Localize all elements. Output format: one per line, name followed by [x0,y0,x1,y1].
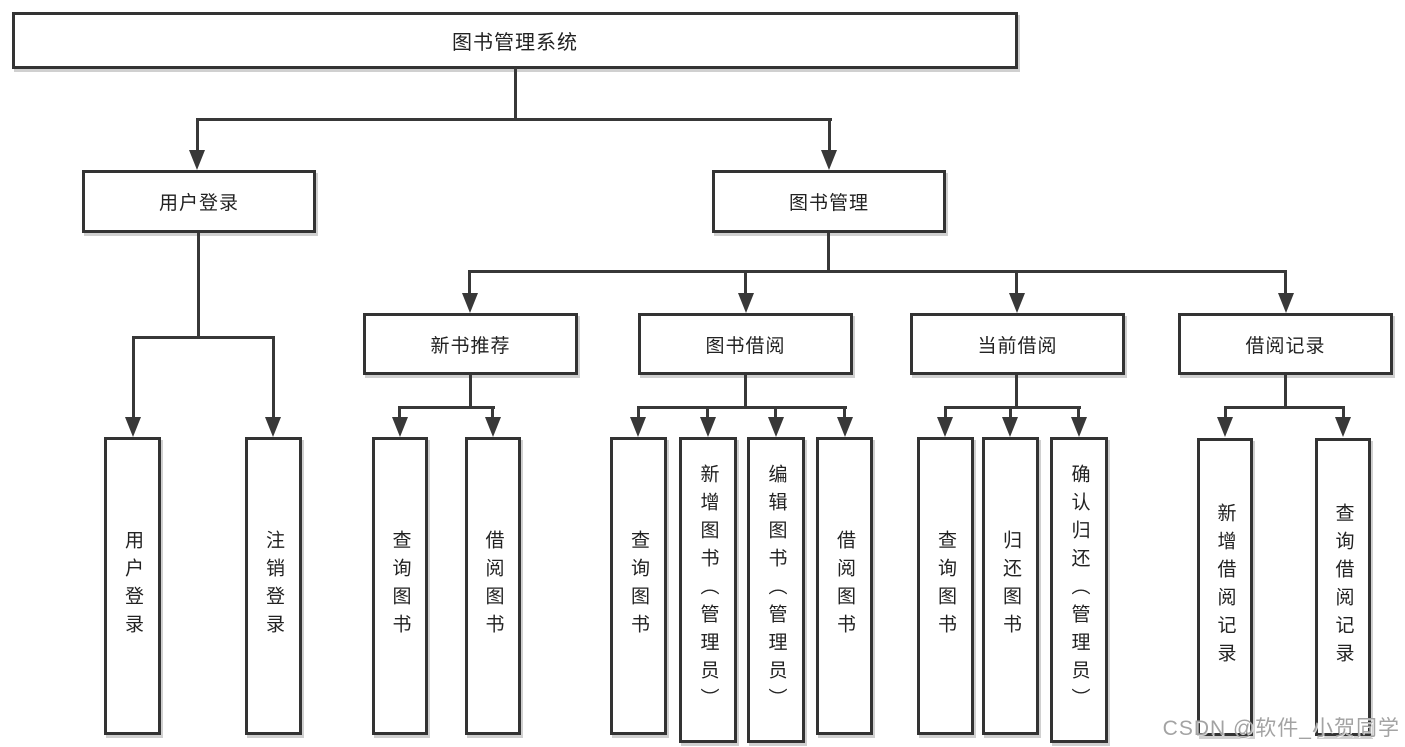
connector-line [1342,406,1345,419]
node-query-book-leaf-label: 查询图书 [935,530,956,642]
node-add-borrow-record-leaf-label: 新增借阅记录 [1214,503,1236,671]
node-edit-book-admin-leaf-label: 编辑图书（管理员） [765,464,787,716]
connector-line [827,233,830,272]
arrow-down-icon [485,417,501,437]
connector-line [1224,406,1345,409]
connector-line [491,406,494,419]
node-user-login-leaf-label: 用户登录 [122,530,143,642]
node-query-book-leaf: 查询图书 [372,437,428,735]
connector-line [744,270,747,297]
csdn-watermark: CSDN @软件_小贺同学 [1162,717,1400,740]
connector-line [468,270,471,297]
node-borrow-record-label: 借阅记录 [1245,335,1326,357]
node-confirm-return-admin-leaf: 确认归还（管理员） [1050,437,1108,743]
node-user-login-leaf: 用户登录 [104,437,161,735]
arrow-down-icon [189,150,205,170]
node-book-management-label: 图书管理 [788,193,869,214]
connector-line [1015,375,1018,408]
node-root: 图书管理系统 [12,12,1018,69]
node-book-management: 图书管理 [712,170,946,233]
node-logout-leaf: 注销登录 [245,437,302,735]
arrow-down-icon [1071,417,1087,437]
arrow-down-icon [1217,417,1233,437]
node-query-borrow-record-leaf: 查询借阅记录 [1315,438,1371,736]
node-user-login-label: 用户登录 [158,193,239,214]
arrow-down-icon [700,417,716,437]
arrow-down-icon [937,417,953,437]
node-new-book-recommend-label: 新书推荐 [430,335,511,357]
node-query-borrow-record-leaf-label: 查询借阅记录 [1332,503,1354,671]
arrow-down-icon [738,293,754,313]
connector-line [272,336,275,419]
arrow-down-icon [1335,417,1351,437]
connector-line [196,118,832,121]
node-query-book-leaf-label: 查询图书 [389,530,411,642]
node-confirm-return-admin-leaf-label: 确认归还（管理员） [1068,464,1090,716]
node-borrow-record: 借阅记录 [1178,313,1393,375]
connector-line [706,406,709,419]
connector-line [1015,270,1018,297]
arrow-down-icon [1002,417,1018,437]
node-query-book-leaf: 查询图书 [610,437,667,735]
node-return-book-leaf-label: 归还图书 [1000,530,1021,642]
node-user-login: 用户登录 [82,170,316,233]
connector-line [1284,375,1287,408]
arrow-down-icon [821,150,837,170]
connector-line [132,336,275,339]
node-new-book-recommend: 新书推荐 [363,313,578,375]
connector-line [468,270,1287,273]
connector-line [944,406,947,419]
arrow-down-icon [630,417,646,437]
node-root-label: 图书管理系统 [452,32,578,54]
connector-line [1077,406,1080,419]
node-add-book-admin-leaf-label: 新增图书（管理员） [697,464,719,716]
connector-line [398,406,495,409]
node-borrow-book-leaf-label: 借阅图书 [834,530,855,642]
node-edit-book-admin-leaf: 编辑图书（管理员） [747,437,805,743]
connector-line [197,233,200,338]
arrow-down-icon [768,417,784,437]
connector-line [1009,406,1012,419]
connector-line [196,118,199,154]
arrow-down-icon [837,417,853,437]
node-return-book-leaf: 归还图书 [982,437,1039,735]
connector-line [398,406,401,419]
node-borrow-book-leaf-label: 借阅图书 [482,530,504,642]
connector-line [843,406,846,419]
arrow-down-icon [265,417,281,437]
connector-line [774,406,777,419]
connector-line [132,336,135,419]
node-query-book-leaf-label: 查询图书 [628,530,649,642]
node-book-borrow-label: 图书借阅 [705,335,786,357]
node-borrow-book-leaf: 借阅图书 [816,437,873,735]
connector-line [828,118,831,154]
connector-line [514,68,517,120]
node-query-book-leaf: 查询图书 [917,437,974,735]
node-current-borrow-label: 当前借阅 [977,335,1058,357]
node-add-book-admin-leaf: 新增图书（管理员） [679,437,737,743]
connector-line [1284,270,1287,297]
arrow-down-icon [1278,293,1294,313]
node-logout-leaf-label: 注销登录 [263,530,284,642]
node-borrow-book-leaf: 借阅图书 [465,437,521,735]
connector-line [944,406,1081,409]
node-current-borrow: 当前借阅 [910,313,1125,375]
connector-line [1224,406,1227,419]
node-add-borrow-record-leaf: 新增借阅记录 [1197,438,1253,736]
connector-line [744,375,747,408]
connector-line [637,406,847,409]
connector-line [469,375,472,408]
connector-line [637,406,640,419]
node-book-borrow: 图书借阅 [638,313,853,375]
arrow-down-icon [1009,293,1025,313]
arrow-down-icon [125,417,141,437]
arrow-down-icon [392,417,408,437]
arrow-down-icon [462,293,478,313]
